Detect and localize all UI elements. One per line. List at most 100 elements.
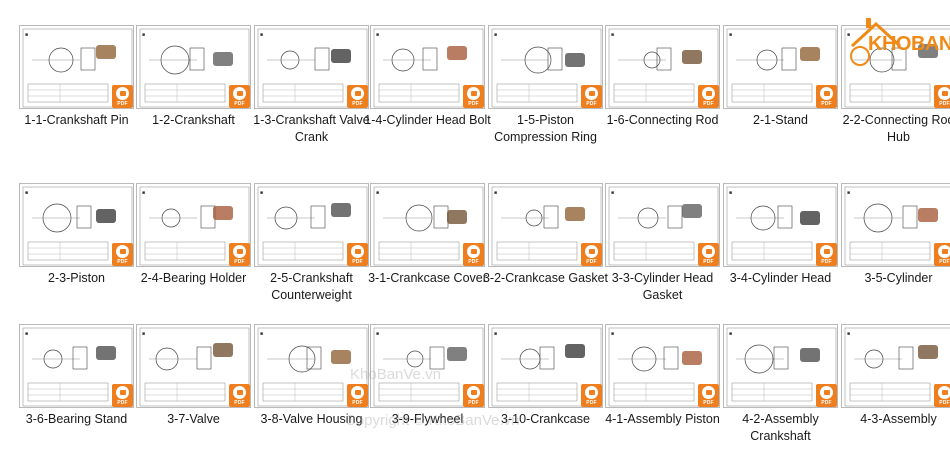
drawing-thumbnail: ■ PDF (136, 324, 251, 408)
pdf-file-icon: PDF (698, 85, 719, 108)
file-name-label: 3-1-Crankcase Cover (368, 271, 487, 285)
file-name-label: 3-5-Cylinder (864, 271, 933, 285)
file-name-label: 2-1-Stand (753, 113, 808, 127)
file-name-label: 1-5-Piston Compression Ring (494, 113, 597, 144)
svg-text:■: ■ (260, 190, 263, 196)
pdf-file-icon: PDF (698, 384, 719, 407)
pdf-file-item[interactable]: ■PDF 1-2-Crankshaft (136, 25, 254, 165)
pdf-file-item[interactable]: ■ PDF 2-3-Piston (19, 183, 137, 323)
pdf-file-icon: PDF (463, 85, 484, 108)
file-name-label: 1-3-Crankshaft Valve Crank (253, 113, 370, 144)
drawing-thumbnail: ■PDF (254, 324, 369, 408)
drawing-thumbnail: ■ PDF (254, 183, 369, 267)
drawing-thumbnail: ■PDF (488, 25, 603, 109)
file-name-label: 2-4-Bearing Holder (140, 271, 247, 285)
svg-text:■: ■ (25, 190, 28, 196)
file-name-label: 2-3-Piston (48, 271, 105, 285)
file-name-label: 3-6-Bearing Stand (25, 412, 128, 426)
pdf-file-icon: PDF (934, 243, 950, 266)
svg-text:■: ■ (494, 190, 497, 196)
pdf-file-icon: PDF (463, 384, 484, 407)
pdf-file-item[interactable]: ■ PDF 3-10-Crankcase (488, 324, 606, 464)
file-name-label: 1-4-Cylinder Head Bolt (364, 113, 491, 127)
pdf-file-icon: PDF (112, 85, 133, 108)
svg-text:■: ■ (847, 32, 850, 38)
drawing-thumbnail: ■PDF (370, 183, 485, 267)
drawing-thumbnail: ■ PDF (841, 324, 950, 408)
drawing-thumbnail: ■PDF (605, 183, 720, 267)
drawing-thumbnail: ■ PDF (841, 183, 950, 267)
file-name-label: 2-2-Connecting Rod Hub (842, 113, 950, 144)
drawing-thumbnail: ■ PDF (19, 183, 134, 267)
svg-text:■: ■ (142, 32, 145, 38)
svg-text:■: ■ (142, 190, 145, 196)
svg-text:■: ■ (376, 190, 379, 196)
svg-text:■: ■ (142, 331, 145, 337)
file-name-label: 1-2-Crankshaft (152, 113, 235, 127)
watermark-copyright: Copyright © KhoBanVe.vn (345, 412, 520, 429)
house-logo-icon (850, 18, 902, 66)
pdf-file-item[interactable]: ■PDF 3-1-Crankcase Cover (368, 183, 488, 323)
pdf-file-icon: PDF (581, 243, 602, 266)
pdf-file-icon: PDF (934, 85, 950, 108)
svg-text:■: ■ (847, 331, 850, 337)
drawing-thumbnail: ■ PDF (370, 25, 485, 109)
svg-text:■: ■ (729, 32, 732, 38)
pdf-file-item[interactable]: ■ PDF 3-7-Valve (136, 324, 254, 464)
file-name-label: 3-9-Flywheel (391, 412, 464, 426)
logo-text: KHOBANVE (868, 33, 950, 55)
file-name-label: 4-3-Assembly (860, 412, 937, 426)
pdf-file-item[interactable]: ■ PDF 4-3-Assembly (841, 324, 950, 464)
pdf-file-icon: PDF (229, 384, 250, 407)
file-name-label: 1-6-Connecting Rod (606, 113, 719, 127)
pdf-file-item[interactable]: ■ PDF 4-2-Assembly Crankshaft (723, 324, 841, 464)
svg-text:■: ■ (25, 32, 28, 38)
pdf-file-icon: PDF (581, 384, 602, 407)
pdf-file-icon: PDF (229, 243, 250, 266)
svg-text:■: ■ (729, 331, 732, 337)
pdf-file-icon: PDF (112, 243, 133, 266)
svg-text:■: ■ (376, 32, 379, 38)
drawing-thumbnail: ■ PDF (605, 324, 720, 408)
file-name-label: 3-8-Valve Housing (260, 412, 363, 426)
khobanve-logo: KHOBANVE (846, 16, 950, 70)
pdf-file-icon: PDF (347, 243, 368, 266)
pdf-file-icon: PDF (816, 384, 837, 407)
svg-text:■: ■ (494, 32, 497, 38)
file-name-label: 4-2-Assembly Crankshaft (742, 412, 819, 443)
pdf-file-item[interactable]: ■ PDF 2-5-Crankshaft Counterweight (254, 183, 372, 323)
svg-text:■: ■ (494, 331, 497, 337)
svg-text:■: ■ (260, 32, 263, 38)
svg-text:■: ■ (611, 331, 614, 337)
pdf-file-icon: PDF (816, 243, 837, 266)
file-name-label: 3-7-Valve (167, 412, 220, 426)
drawing-thumbnail: ■PDF (136, 25, 251, 109)
drawing-thumbnail: ■ PDF (19, 25, 134, 109)
svg-text:■: ■ (847, 190, 850, 196)
drawing-thumbnail: ■ PDF (370, 324, 485, 408)
pdf-file-icon: PDF (934, 384, 950, 407)
svg-text:■: ■ (376, 331, 379, 337)
pdf-file-icon: PDF (347, 85, 368, 108)
file-name-label: 2-5-Crankshaft Counterweight (270, 271, 353, 302)
file-name-label: 3-10-Crankcase (501, 412, 590, 426)
drawing-thumbnail: ■PDF (19, 324, 134, 408)
pdf-file-item[interactable]: ■ PDF 2-4-Bearing Holder (136, 183, 254, 323)
pdf-file-item[interactable]: ■ PDF 1-3-Crankshaft Valve Crank (253, 25, 372, 165)
pdf-file-item[interactable]: ■PDF 3-6-Bearing Stand (19, 324, 137, 464)
file-name-label: 3-3-Cylinder Head Gasket (611, 271, 714, 302)
pdf-file-item[interactable]: ■PDF 3-3-Cylinder Head Gasket (605, 183, 723, 323)
pdf-file-item[interactable]: ■PDF 3-8-Valve Housing (254, 324, 372, 464)
pdf-file-item[interactable]: ■PDF 1-5-Piston Compression Ring (488, 25, 606, 165)
pdf-file-item[interactable]: ■ PDF 1-4-Cylinder Head Bolt (364, 25, 491, 165)
pdf-file-item[interactable]: ■ PDF 3-9-Flywheel (370, 324, 488, 464)
svg-text:■: ■ (611, 190, 614, 196)
